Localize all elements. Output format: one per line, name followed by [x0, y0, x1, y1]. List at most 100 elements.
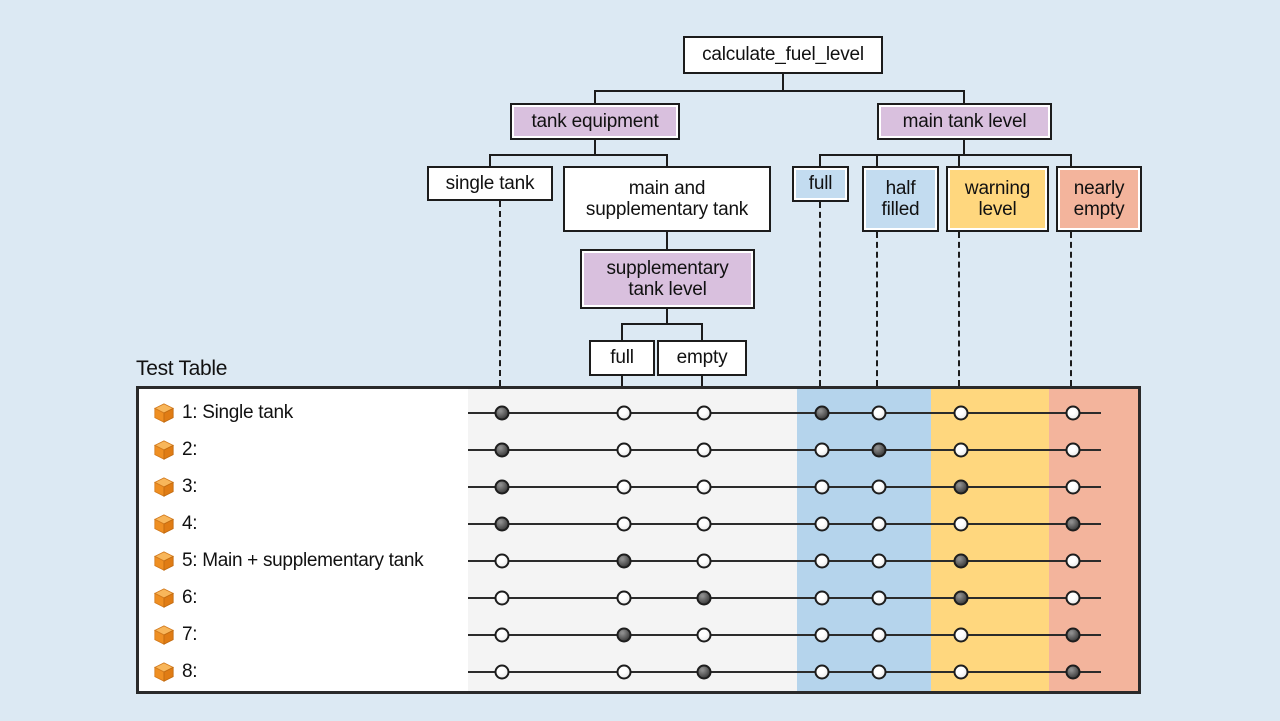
- table-row-label: 4:: [153, 513, 198, 535]
- table-row[interactable]: 7:: [139, 616, 1138, 653]
- test-case-marker-nearly_empty[interactable]: [1065, 479, 1081, 494]
- class-half-filled[interactable]: half filled: [862, 166, 939, 232]
- test-case-marker-supp_empty[interactable]: [696, 553, 712, 568]
- test-case-marker-single_tank[interactable]: [494, 553, 510, 568]
- test-case-marker-half_filled[interactable]: [871, 590, 887, 605]
- test-case-marker-supp_empty[interactable]: [696, 516, 712, 531]
- root-node-label: calculate_fuel_level: [702, 44, 864, 66]
- classification-supplementary-tank-level[interactable]: supplementary tank level: [580, 249, 755, 309]
- test-case-marker-single_tank[interactable]: [494, 664, 510, 679]
- cube-icon: [153, 513, 175, 534]
- test-case-marker-supp_full-selected[interactable]: [616, 553, 632, 568]
- classification-tank-equipment[interactable]: tank equipment: [510, 103, 680, 140]
- table-row-label: 7:: [153, 623, 198, 646]
- test-case-marker-single_tank-selected[interactable]: [494, 442, 510, 457]
- connector-to-half-filled: [876, 154, 878, 167]
- class-supplementary-empty-label: empty: [676, 347, 728, 369]
- test-case-marker-half_filled[interactable]: [871, 516, 887, 531]
- test-case-marker-warning_level[interactable]: [953, 405, 969, 420]
- class-nearly-empty[interactable]: nearly empty: [1056, 166, 1142, 232]
- test-case-marker-warning_level-selected[interactable]: [953, 590, 969, 605]
- test-case-marker-half_filled[interactable]: [871, 405, 887, 420]
- test-case-marker-half_filled[interactable]: [871, 553, 887, 568]
- table-row[interactable]: 2:: [139, 431, 1138, 468]
- test-case-marker-warning_level[interactable]: [953, 664, 969, 679]
- table-row[interactable]: 3:: [139, 468, 1138, 505]
- test-case-marker-supp_full[interactable]: [616, 405, 632, 420]
- test-case-marker-nearly_empty-selected[interactable]: [1065, 664, 1081, 679]
- classification-supplementary-tank-level-label: supplementary tank level: [606, 257, 729, 300]
- test-case-marker-half_filled[interactable]: [871, 664, 887, 679]
- class-supplementary-full[interactable]: full: [589, 340, 655, 376]
- test-case-marker-nearly_empty-selected[interactable]: [1065, 627, 1081, 642]
- test-case-marker-supp_full[interactable]: [616, 664, 632, 679]
- test-case-marker-full[interactable]: [814, 553, 830, 568]
- class-supplementary-empty[interactable]: empty: [657, 340, 747, 376]
- test-case-marker-nearly_empty[interactable]: [1065, 442, 1081, 457]
- test-case-marker-nearly_empty[interactable]: [1065, 405, 1081, 420]
- class-main-and-supplementary-tank[interactable]: main and supplementary tank: [563, 166, 771, 232]
- table-row-label: 2:: [153, 439, 198, 461]
- test-case-marker-supp_empty[interactable]: [696, 627, 712, 642]
- test-case-marker-single_tank-selected[interactable]: [494, 479, 510, 494]
- test-case-marker-single_tank-selected[interactable]: [494, 405, 510, 420]
- band-warning-level: [931, 389, 1049, 691]
- table-row[interactable]: 1: Single tank: [139, 394, 1138, 431]
- band-nearly-empty: [1049, 389, 1138, 691]
- test-case-marker-full[interactable]: [814, 516, 830, 531]
- connector-to-nearly-empty: [1070, 154, 1072, 167]
- test-case-marker-nearly_empty-selected[interactable]: [1065, 516, 1081, 531]
- table-row[interactable]: 8:: [139, 653, 1138, 690]
- class-nearly-empty-label: nearly empty: [1073, 177, 1125, 220]
- test-case-marker-supp_empty[interactable]: [696, 479, 712, 494]
- test-case-marker-nearly_empty[interactable]: [1065, 553, 1081, 568]
- test-case-marker-warning_level[interactable]: [953, 627, 969, 642]
- test-case-marker-full[interactable]: [814, 664, 830, 679]
- connector-maintank-stem: [963, 140, 965, 155]
- table-row-label: 8:: [153, 660, 198, 683]
- table-row-label-text: 5: Main + supplementary tank: [182, 549, 424, 571]
- table-row[interactable]: 6:: [139, 579, 1138, 616]
- test-case-marker-supp_empty-selected[interactable]: [696, 664, 712, 679]
- test-case-marker-warning_level-selected[interactable]: [953, 479, 969, 494]
- test-case-marker-supp_full[interactable]: [616, 516, 632, 531]
- table-row-label-text: 7:: [182, 623, 198, 645]
- class-single-tank[interactable]: single tank: [427, 166, 553, 201]
- test-case-marker-nearly_empty[interactable]: [1065, 590, 1081, 605]
- test-case-marker-supp_empty[interactable]: [696, 442, 712, 457]
- test-case-marker-supp_empty[interactable]: [696, 405, 712, 420]
- test-case-marker-full[interactable]: [814, 590, 830, 605]
- test-table-title: Test Table: [136, 357, 228, 380]
- test-case-marker-supp_full[interactable]: [616, 479, 632, 494]
- test-case-marker-single_tank[interactable]: [494, 627, 510, 642]
- connector-supplevel-bus: [621, 323, 702, 325]
- test-case-marker-supp_empty-selected[interactable]: [696, 590, 712, 605]
- classification-main-tank-level[interactable]: main tank level: [877, 103, 1052, 140]
- test-case-marker-single_tank-selected[interactable]: [494, 516, 510, 531]
- test-case-marker-half_filled[interactable]: [871, 627, 887, 642]
- table-row[interactable]: 5: Main + supplementary tank: [139, 542, 1138, 579]
- test-case-marker-warning_level-selected[interactable]: [953, 553, 969, 568]
- class-full[interactable]: full: [792, 166, 849, 202]
- test-case-marker-half_filled-selected[interactable]: [871, 442, 887, 457]
- test-case-marker-supp_full[interactable]: [616, 590, 632, 605]
- class-warning-level[interactable]: warning level: [946, 166, 1049, 232]
- test-case-marker-half_filled[interactable]: [871, 479, 887, 494]
- table-row-label-text: 8:: [182, 660, 198, 682]
- test-case-marker-supp_full[interactable]: [616, 442, 632, 457]
- test-case-marker-full-selected[interactable]: [814, 405, 830, 420]
- test-case-marker-warning_level[interactable]: [953, 516, 969, 531]
- table-row-connector-line: [468, 670, 1101, 673]
- table-row-label-text: 1: Single tank: [182, 401, 293, 423]
- test-case-marker-single_tank[interactable]: [494, 590, 510, 605]
- test-case-marker-full[interactable]: [814, 479, 830, 494]
- root-node-calculate-fuel-level[interactable]: calculate_fuel_level: [683, 36, 883, 74]
- test-case-marker-full[interactable]: [814, 442, 830, 457]
- test-case-marker-full[interactable]: [814, 627, 830, 642]
- test-case-marker-supp_full-selected[interactable]: [616, 627, 632, 642]
- connector-to-main-tank-level: [963, 90, 965, 104]
- table-row[interactable]: 4:: [139, 505, 1138, 542]
- test-case-marker-warning_level[interactable]: [953, 442, 969, 457]
- class-warning-level-label: warning level: [964, 177, 1031, 220]
